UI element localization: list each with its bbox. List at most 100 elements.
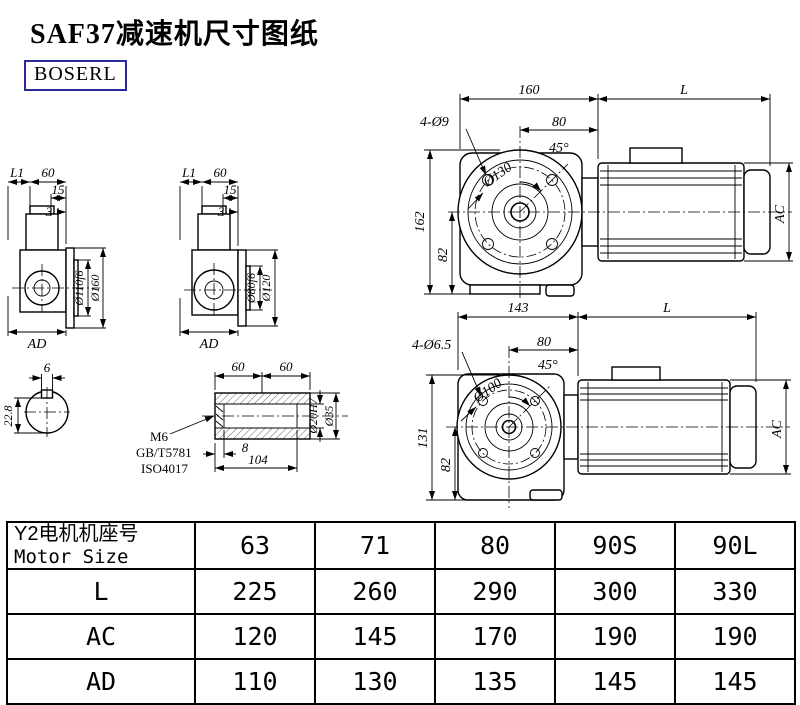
dim-label-35: Ø35 — [322, 406, 336, 428]
table-cell: 130 — [314, 658, 436, 705]
table-cell: 145 — [314, 613, 436, 660]
boserl-logo: BOSERL — [24, 60, 127, 91]
bolt-hole — [482, 238, 494, 250]
motor — [581, 147, 771, 262]
dim-label-131: 131 — [416, 428, 431, 449]
dim-ac: AC — [744, 162, 793, 262]
table-cell: 90S — [554, 521, 676, 570]
thread-label: M6 — [150, 429, 169, 444]
dim-height-131: 131 — [416, 374, 500, 501]
dim-l1-60: L1 60 — [7, 165, 67, 244]
table-cell: 330 — [674, 568, 796, 615]
flange-spigot — [245, 265, 251, 311]
dim-label-l1: L1 — [181, 165, 196, 180]
motor-size-label-cn: Y2电机机座号 — [14, 523, 139, 545]
housing-side — [191, 205, 251, 327]
dim-label-6: 6 — [44, 360, 51, 375]
table-cell: 63 — [194, 521, 316, 570]
dim-label-162: 162 — [413, 212, 428, 233]
callout-bolt-holes: 4-Ø9 — [420, 115, 487, 176]
bolt-hole — [478, 448, 488, 458]
table-cell: 170 — [434, 613, 556, 660]
dim-label-15: 15 — [224, 182, 238, 197]
dim-label-15: 15 — [52, 182, 66, 197]
dim-label-bore: Ø20H7 — [306, 397, 320, 434]
dim-flange-dia: Ø120 — [246, 249, 278, 327]
motor — [563, 366, 757, 475]
dim-label-82: 82 — [439, 458, 454, 472]
technical-drawing: 160 L 80 4-Ø9 45° Ø130 — [1, 83, 793, 508]
dim-bore-dia: Ø20H7 — [306, 390, 324, 442]
dim-label-104: 104 — [248, 452, 268, 467]
dim-top-width: 143 L — [457, 301, 757, 382]
housing-foot — [529, 489, 563, 501]
terminal-box — [611, 366, 661, 381]
dim-label-l1: L1 — [9, 165, 24, 180]
bolt-hole — [482, 174, 494, 186]
dim-label-143: 143 — [508, 301, 529, 316]
dim-height-162: 162 — [413, 149, 500, 295]
dim-label-60: 60 — [42, 165, 56, 180]
dim-60-60: 60 60 — [214, 359, 311, 393]
dim-15: 15 — [50, 182, 66, 216]
table-cell: 120 — [194, 613, 316, 660]
angle-label: 45° — [538, 358, 558, 373]
dim-82: 82 — [439, 427, 458, 500]
page-title: SAF37减速机尺寸图纸 — [30, 19, 319, 50]
dim-shaft-dia: Ø35 — [310, 392, 340, 440]
table-row-motor-size: Y2电机机座号 Motor Size 63 71 80 90S 90L — [6, 521, 796, 570]
bolt-hole — [530, 448, 540, 458]
angle-45: 45° — [519, 141, 569, 192]
dim-label-80: 80 — [537, 335, 551, 350]
shaft-section-view: 6 22.8 — [1, 360, 70, 437]
housing-foot — [545, 284, 575, 297]
dim-label-ad: AD — [199, 337, 219, 352]
bolt-holes-label: 4-Ø6.5 — [412, 338, 451, 353]
row-label: AD — [6, 658, 196, 705]
dim-label-ad: AD — [27, 337, 47, 352]
table-cell: 145 — [674, 658, 796, 705]
dim-spigot-dia: Ø80f6 — [244, 265, 263, 311]
dim-label-L: L — [662, 301, 671, 316]
dim-8: 8 — [203, 430, 249, 458]
row-label: AC — [6, 613, 196, 660]
side-view-small: L1 60 15 3 Ø80f6 — [179, 165, 278, 352]
dim-label-L: L — [679, 83, 688, 98]
housing-side — [19, 205, 79, 329]
motor-size-header-cell: Y2电机机座号 Motor Size — [6, 521, 196, 570]
table-cell: 225 — [194, 568, 316, 615]
table-cell: 110 — [194, 658, 316, 705]
dim-label-spigot: Ø110f6 — [72, 270, 86, 306]
dim-label-flange: Ø120 — [259, 275, 273, 303]
standard-gb-label: GB/T5781 — [136, 445, 192, 460]
angle-45: 45° — [508, 358, 558, 407]
dim-flange-dia: Ø160 — [74, 247, 106, 329]
dim-spigot-dia: Ø110f6 — [72, 259, 91, 317]
dim-label-60: 60 — [214, 165, 228, 180]
dim-label-80: 80 — [552, 115, 566, 130]
dim-key-height: 22.8 — [1, 397, 47, 434]
dim-15: 15 — [222, 182, 238, 216]
dim-3: 3 — [45, 204, 66, 219]
dim-ad: AD — [7, 296, 67, 352]
bolt-hole — [546, 174, 558, 186]
dim-label-82: 82 — [436, 248, 451, 262]
table-row-AD: AD 110 130 135 145 145 — [6, 658, 796, 705]
table-cell: 71 — [314, 521, 436, 570]
thread-callout: M6 GB/T5781 ISO4017 — [136, 415, 215, 476]
side-view-large: L1 60 15 3 Ø110f6 — [7, 165, 106, 352]
table-cell: 300 — [554, 568, 676, 615]
bolt-hole — [546, 238, 558, 250]
dim-82: 82 — [436, 212, 455, 294]
dim-label-60b: 60 — [280, 359, 294, 374]
table-cell: 90L — [674, 521, 796, 570]
front-view-large: 160 L 80 4-Ø9 45° Ø130 — [413, 83, 793, 298]
dim-104: 104 — [214, 430, 298, 472]
bolt-hole — [478, 396, 488, 406]
dim-l1-60: L1 60 — [179, 165, 239, 246]
table-cell: 80 — [434, 521, 556, 570]
table-cell: 190 — [674, 613, 796, 660]
row-label: L — [6, 568, 196, 615]
diagonal-45-line — [519, 163, 569, 213]
